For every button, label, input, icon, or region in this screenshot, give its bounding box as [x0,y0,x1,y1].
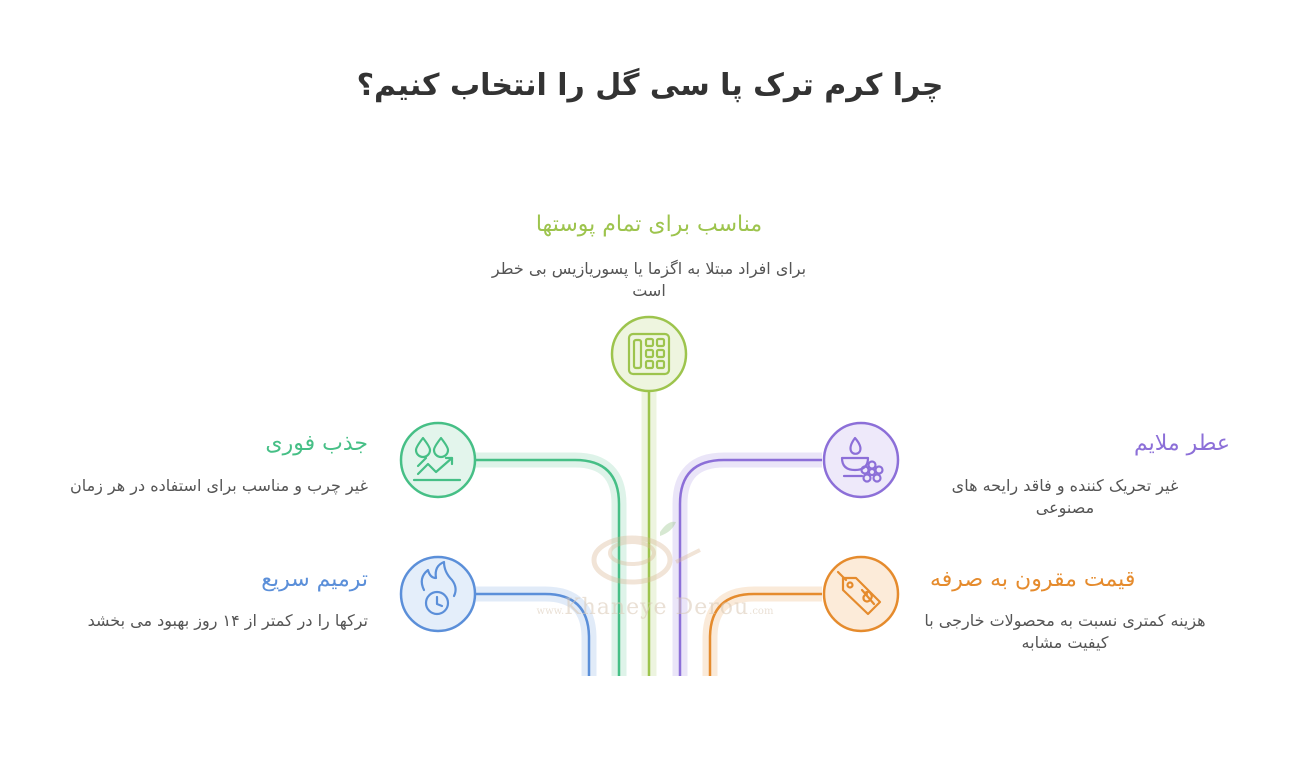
all-skins-icon-circle [610,315,688,393]
fast-repair-description: ترکها را در کمتر از ۱۴ روز بهبود می بخشد [87,611,368,630]
fast-repair-icon-circle [399,555,477,633]
watermark-logo-icon [591,521,701,585]
cost-effective-description: هزینه کمتری نسبت به محصولات خارجی با کیف… [924,611,1206,652]
watermark-text: www.Khaneye Derou.com [536,595,774,620]
candle-flower-icon [840,436,884,483]
all-skins-description: برای افراد مبتلا به اگزما یا پسوریازیس ب… [491,259,807,300]
fast-absorb-icon-circle [399,421,477,499]
palette-grid-icon [627,332,671,376]
price-tag-icon [836,570,882,616]
mild-scent-icon-circle [822,421,900,499]
fast-absorb-description: غیر چرب و مناسب برای استفاده در هر زمان [69,476,368,495]
page-title: چرا کرم ترک پا سی گل را انتخاب کنیم؟ [356,68,944,103]
cost-effective-icon-circle [822,555,900,633]
mild-scent-heading: عطر ملایم [1134,431,1230,456]
fast-absorb-heading: جذب فوری [265,431,368,456]
fire-clock-icon [420,560,457,616]
connector-scent [672,452,822,676]
all-skins-heading: مناسب برای تمام پوستها [535,212,763,237]
cost-effective-heading: قیمت مقرون به صرفه [930,567,1136,592]
fast-repair-heading: ترمیم سریع [261,567,368,592]
drops-growth-icon [412,436,462,482]
mild-scent-description: غیر تحریک کننده و فاقد رایحه های مصنوعی [951,476,1179,517]
